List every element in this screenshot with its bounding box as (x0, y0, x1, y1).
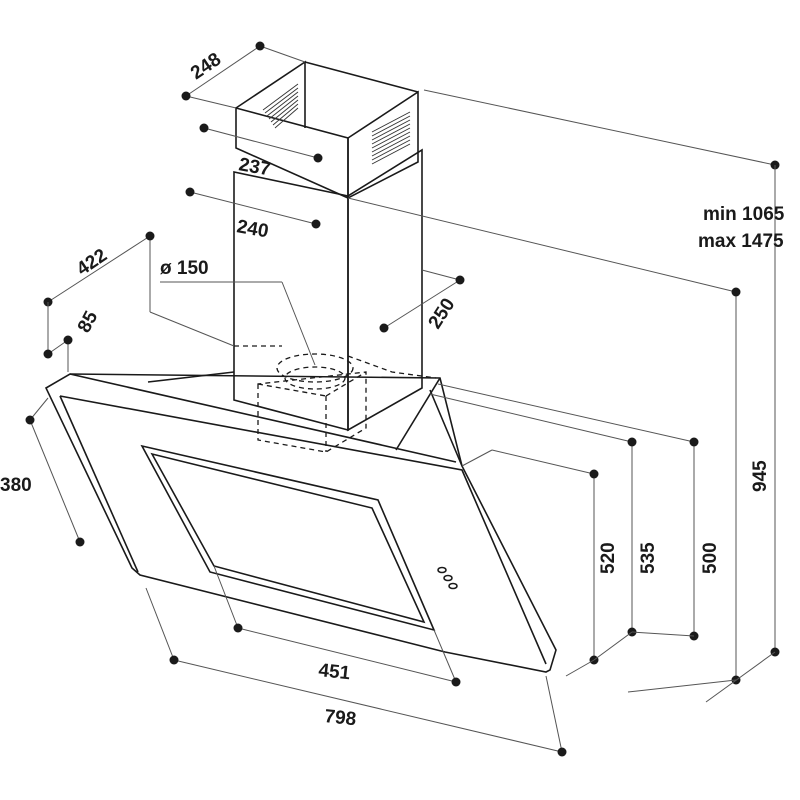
lower-chimney-side-face (347, 148, 423, 432)
hood-top-edge (69, 373, 457, 463)
label-min-1065: min 1065 (703, 204, 785, 225)
label-422: 422 (73, 245, 111, 280)
lower-chimney-front-face (233, 171, 349, 432)
label-248: 248 (187, 49, 225, 84)
glass-panel-inner (150, 452, 426, 624)
chimney-lower-section (233, 148, 423, 432)
hood-inner-outline (59, 395, 547, 665)
label-250: 250 (425, 295, 460, 333)
glass-panel-outer (140, 444, 436, 632)
label-945: 945 (750, 460, 771, 492)
label-798: 798 (323, 706, 357, 730)
label-500: 500 (700, 542, 721, 574)
motor-housing-hidden (257, 371, 367, 453)
duct-outlet-icon (234, 345, 437, 453)
label-85: 85 (74, 307, 103, 336)
label-237: 237 (237, 154, 272, 180)
label-520: 520 (598, 542, 619, 574)
dimension-lines (25, 41, 780, 757)
hood-body (44, 371, 557, 673)
hood-left-inner-edge (59, 395, 139, 573)
duct-collar-bottom (284, 366, 346, 390)
label-451: 451 (317, 660, 351, 684)
label-max-1475: max 1475 (698, 231, 784, 252)
label-535: 535 (638, 542, 659, 574)
label-240: 240 (235, 216, 270, 242)
control-buttons-icon (437, 566, 458, 590)
ventilation-slots-back (262, 83, 299, 129)
ventilation-slots-side (371, 111, 411, 165)
upper-chimney-side-face (347, 90, 419, 200)
hood-side-rear-edge (395, 377, 441, 451)
hood-outline (44, 373, 557, 673)
chimney-upper-section (235, 60, 419, 200)
duct-collar-top (276, 353, 354, 383)
hood-back-top (147, 371, 235, 383)
label-duct-diameter: ø 150 (160, 258, 209, 279)
dimension-labels: 248 237 240 ø 150 250 422 85 380 520 535… (0, 49, 785, 730)
label-380: 380 (0, 475, 32, 496)
upper-chimney-top-edge (304, 61, 419, 93)
